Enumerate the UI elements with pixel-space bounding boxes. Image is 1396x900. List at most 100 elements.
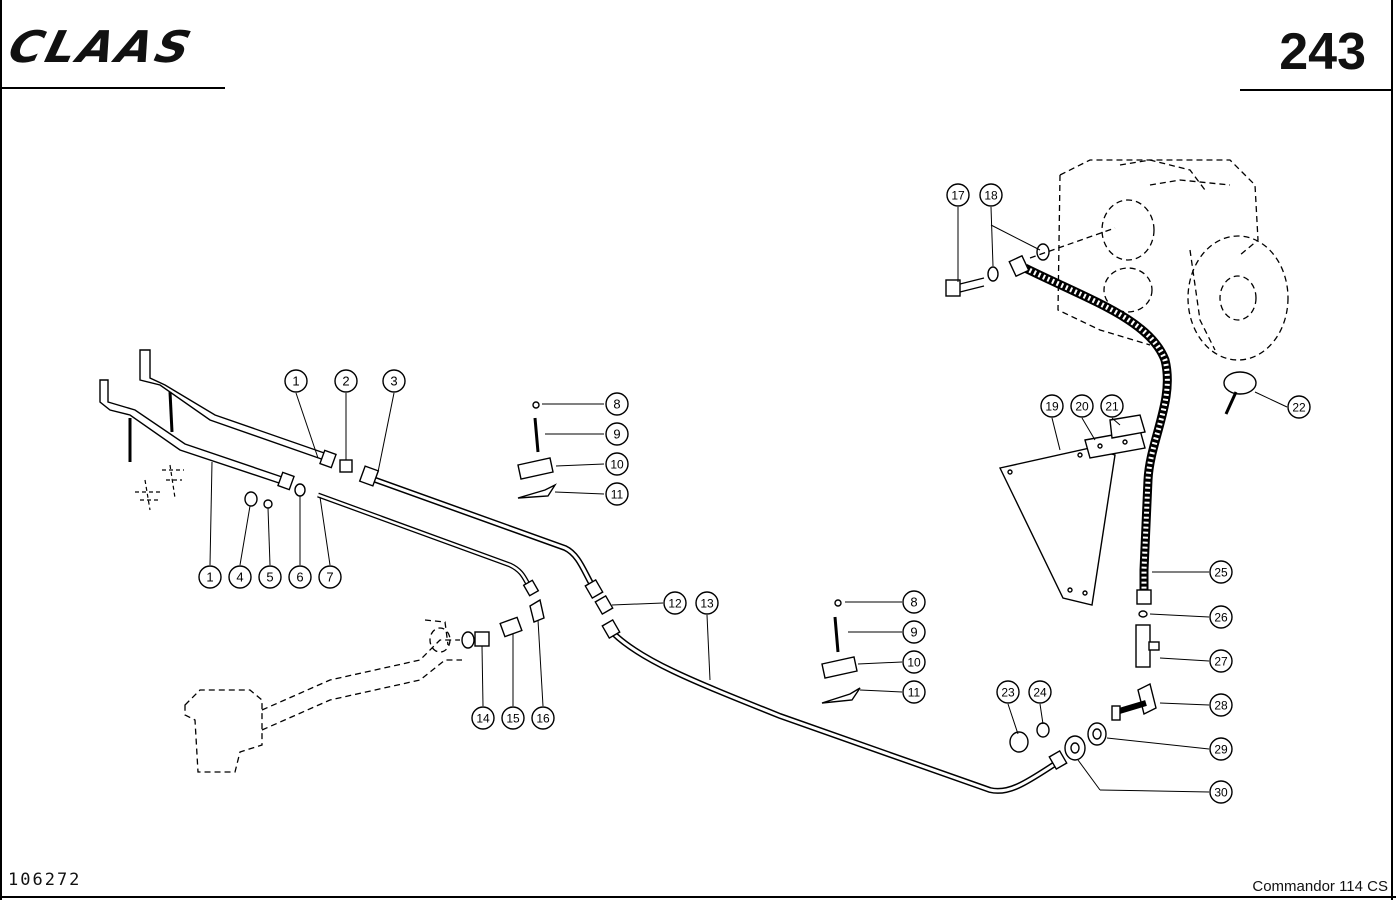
injector-line-lower <box>99 379 295 491</box>
callout-label: 8 <box>613 397 620 412</box>
clamp-set-lower <box>821 599 861 704</box>
callout-circle <box>531 706 555 730</box>
callout-label: 16 <box>536 712 550 726</box>
callout-8: 8 <box>605 392 629 416</box>
callout-circle <box>1100 394 1124 418</box>
callout-25: 25 <box>1209 560 1233 584</box>
callout-19: 19 <box>1040 394 1064 418</box>
callout-label: 19 <box>1045 400 1059 414</box>
callout-3: 3 <box>382 369 406 393</box>
pipe-13 <box>601 618 1068 794</box>
clamp-set-upper <box>517 401 557 499</box>
callout-13: 13 <box>695 591 719 615</box>
callout-16: 16 <box>531 706 555 730</box>
callout-label: 27 <box>1214 655 1228 669</box>
engine-block-outline <box>1029 159 1289 361</box>
union-12 <box>594 594 614 616</box>
callout-circle <box>902 650 926 674</box>
fuel-filter-outline <box>184 619 462 773</box>
callout-5: 5 <box>258 565 282 589</box>
callout-label: 23 <box>1001 686 1015 700</box>
callout-circle <box>605 392 629 416</box>
callout-26: 26 <box>1209 605 1233 629</box>
callout-30: 30 <box>1209 780 1233 804</box>
callout-label: 25 <box>1214 566 1228 580</box>
callout-label: 21 <box>1105 400 1119 414</box>
callout-circle <box>1209 605 1233 629</box>
pipe-3 <box>358 465 604 600</box>
callout-10: 10 <box>902 650 926 674</box>
callout-7: 7 <box>318 565 342 589</box>
callout-circle <box>334 369 358 393</box>
callout-circle <box>605 482 629 506</box>
callout-2: 2 <box>334 369 358 393</box>
callout-9: 9 <box>902 620 926 644</box>
drawing-number: 106272 <box>8 870 82 890</box>
callout-circle <box>902 620 926 644</box>
callout-11: 11 <box>902 680 926 704</box>
callout-circle <box>1209 780 1233 804</box>
injector-line-upper <box>139 349 337 469</box>
callout-label: 14 <box>476 712 490 726</box>
callout-24: 24 <box>1028 680 1052 704</box>
callout-circle <box>1028 680 1052 704</box>
callout-circle <box>258 565 282 589</box>
callout-circle <box>1209 737 1233 761</box>
callout-circle <box>284 369 308 393</box>
cable-tie-22 <box>1223 371 1257 415</box>
callout-circle <box>605 452 629 476</box>
callout-label: 26 <box>1214 611 1228 625</box>
callout-label: 17 <box>951 189 965 203</box>
parts-23-24 <box>1009 722 1050 753</box>
callout-label: 18 <box>984 189 998 203</box>
callout-label: 20 <box>1075 400 1089 414</box>
callout-label: 13 <box>700 597 714 611</box>
callout-1: 1 <box>198 565 222 589</box>
callout-11: 11 <box>605 482 629 506</box>
callout-4: 4 <box>228 565 252 589</box>
callout-label: 10 <box>907 656 921 670</box>
callout-circle <box>946 183 970 207</box>
callout-circle <box>996 680 1020 704</box>
callout-circle <box>318 565 342 589</box>
callout-label: 1 <box>206 570 213 585</box>
callout-circle <box>288 565 312 589</box>
callout-circle <box>471 706 495 730</box>
callout-15: 15 <box>501 706 525 730</box>
pipe-7 <box>317 492 540 597</box>
callout-label: 28 <box>1214 699 1228 713</box>
callout-circle <box>382 369 406 393</box>
callout-circle <box>979 183 1003 207</box>
nozzle-holder-outline <box>135 464 184 511</box>
callout-23: 23 <box>996 680 1020 704</box>
callout-21: 21 <box>1100 394 1124 418</box>
callout-label: 10 <box>610 458 624 472</box>
callout-9: 9 <box>605 422 629 446</box>
callout-label: 30 <box>1214 786 1228 800</box>
callout-label: 24 <box>1033 686 1047 700</box>
callout-circle <box>1209 649 1233 673</box>
callout-circle <box>605 422 629 446</box>
callout-label: 9 <box>613 427 620 442</box>
callout-label: 5 <box>266 570 273 585</box>
callout-circle <box>1040 394 1064 418</box>
callout-circle <box>228 565 252 589</box>
callout-circle <box>902 680 926 704</box>
washer-29 <box>1087 722 1107 746</box>
callout-circle <box>1209 560 1233 584</box>
callout-circle <box>1070 394 1094 418</box>
callout-6: 6 <box>288 565 312 589</box>
fittings-14-15-16 <box>461 598 545 649</box>
callout-22: 22 <box>1287 395 1311 419</box>
callout-18: 18 <box>979 183 1003 207</box>
callout-label: 6 <box>296 570 303 585</box>
callout-label: 12 <box>668 597 682 611</box>
callout-27: 27 <box>1209 649 1233 673</box>
callout-circle <box>1287 395 1311 419</box>
callout-circle <box>1209 693 1233 717</box>
callout-label: 15 <box>506 712 520 726</box>
callout-28: 28 <box>1209 693 1233 717</box>
